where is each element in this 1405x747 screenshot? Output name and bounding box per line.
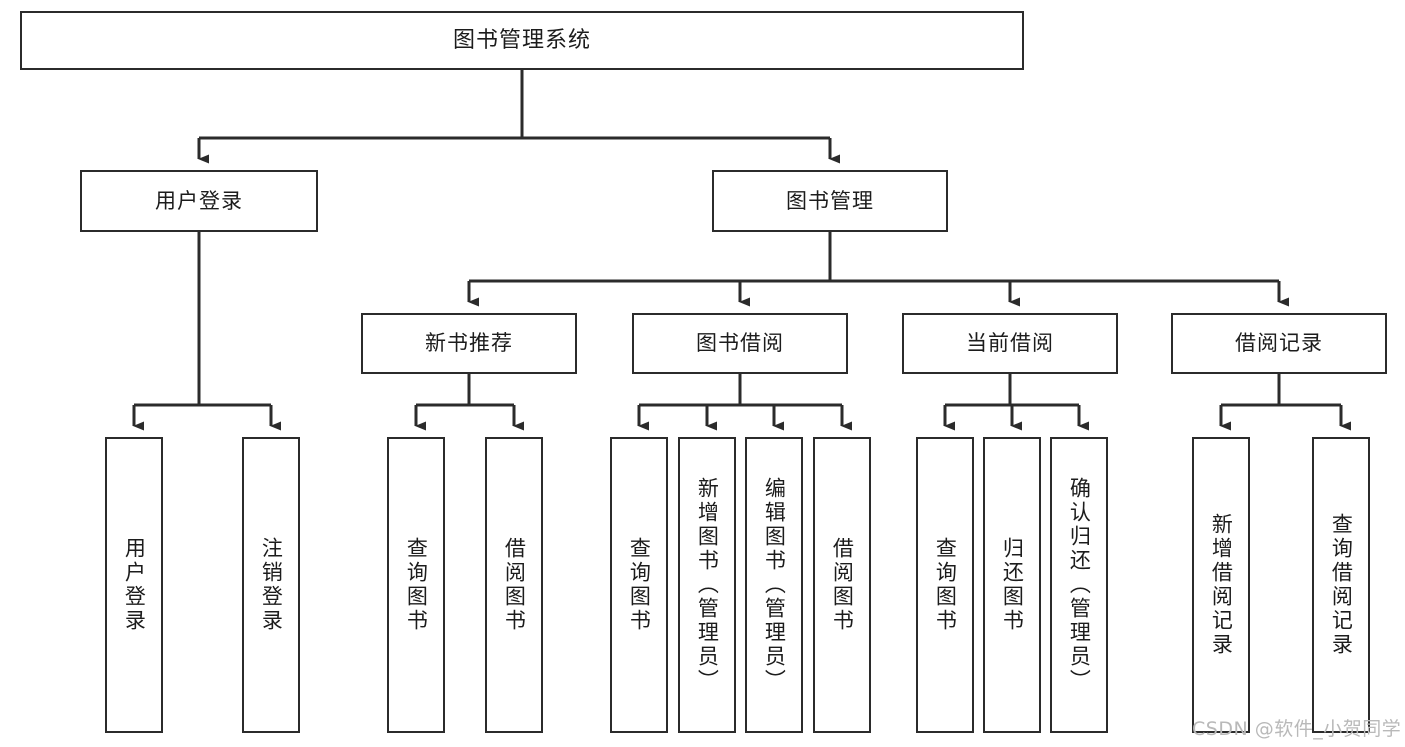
node-label: 查询图书: [627, 537, 652, 633]
node-leaf-borrow-book-2[interactable]: 借阅图书: [813, 437, 871, 733]
node-leaf-user-login[interactable]: 用户登录: [105, 437, 163, 733]
node-new-book-rec[interactable]: 新书推荐: [361, 313, 577, 374]
node-current-borrow[interactable]: 当前借阅: [902, 313, 1118, 374]
node-label: 查询图书: [404, 537, 429, 633]
watermark: CSDN @软件_小贺同学: [1192, 718, 1402, 740]
node-label: 新增图书（管理员）: [695, 477, 720, 693]
node-book-manage[interactable]: 图书管理: [712, 170, 948, 232]
node-label: 编辑图书（管理员）: [762, 477, 787, 693]
node-leaf-edit-book[interactable]: 编辑图书（管理员）: [745, 437, 803, 733]
node-leaf-query-record[interactable]: 查询借阅记录: [1312, 437, 1370, 733]
node-leaf-add-record[interactable]: 新增借阅记录: [1192, 437, 1250, 733]
node-leaf-logout[interactable]: 注销登录: [242, 437, 300, 733]
node-leaf-add-book[interactable]: 新增图书（管理员）: [678, 437, 736, 733]
node-label: 借阅图书: [830, 537, 855, 633]
node-label: 用户登录: [155, 188, 243, 213]
node-label: 借阅图书: [502, 537, 527, 633]
node-label: 当前借阅: [966, 331, 1054, 356]
node-label: 注销登录: [259, 537, 284, 633]
node-book-borrow[interactable]: 图书借阅: [632, 313, 848, 374]
node-label: 图书管理: [786, 188, 874, 213]
node-label: 借阅记录: [1235, 331, 1323, 356]
node-user-login[interactable]: 用户登录: [80, 170, 318, 232]
node-leaf-query-book-3[interactable]: 查询图书: [916, 437, 974, 733]
node-label: 查询借阅记录: [1329, 513, 1354, 657]
node-label: 归还图书: [1000, 537, 1025, 633]
node-root[interactable]: 图书管理系统: [20, 11, 1024, 70]
node-label: 用户登录: [122, 537, 147, 633]
node-leaf-return-book[interactable]: 归还图书: [983, 437, 1041, 733]
node-label: 图书管理系统: [452, 27, 591, 53]
node-borrow-record[interactable]: 借阅记录: [1171, 313, 1387, 374]
node-leaf-borrow-book-1[interactable]: 借阅图书: [485, 437, 543, 733]
node-leaf-confirm-return[interactable]: 确认归还（管理员）: [1050, 437, 1108, 733]
node-leaf-query-book-2[interactable]: 查询图书: [610, 437, 668, 733]
node-label: 确认归还（管理员）: [1067, 477, 1092, 693]
node-leaf-query-book-1[interactable]: 查询图书: [387, 437, 445, 733]
node-label: 查询图书: [933, 537, 958, 633]
node-label: 图书借阅: [696, 331, 784, 356]
node-label: 新增借阅记录: [1209, 513, 1234, 657]
node-label: 新书推荐: [425, 331, 513, 356]
